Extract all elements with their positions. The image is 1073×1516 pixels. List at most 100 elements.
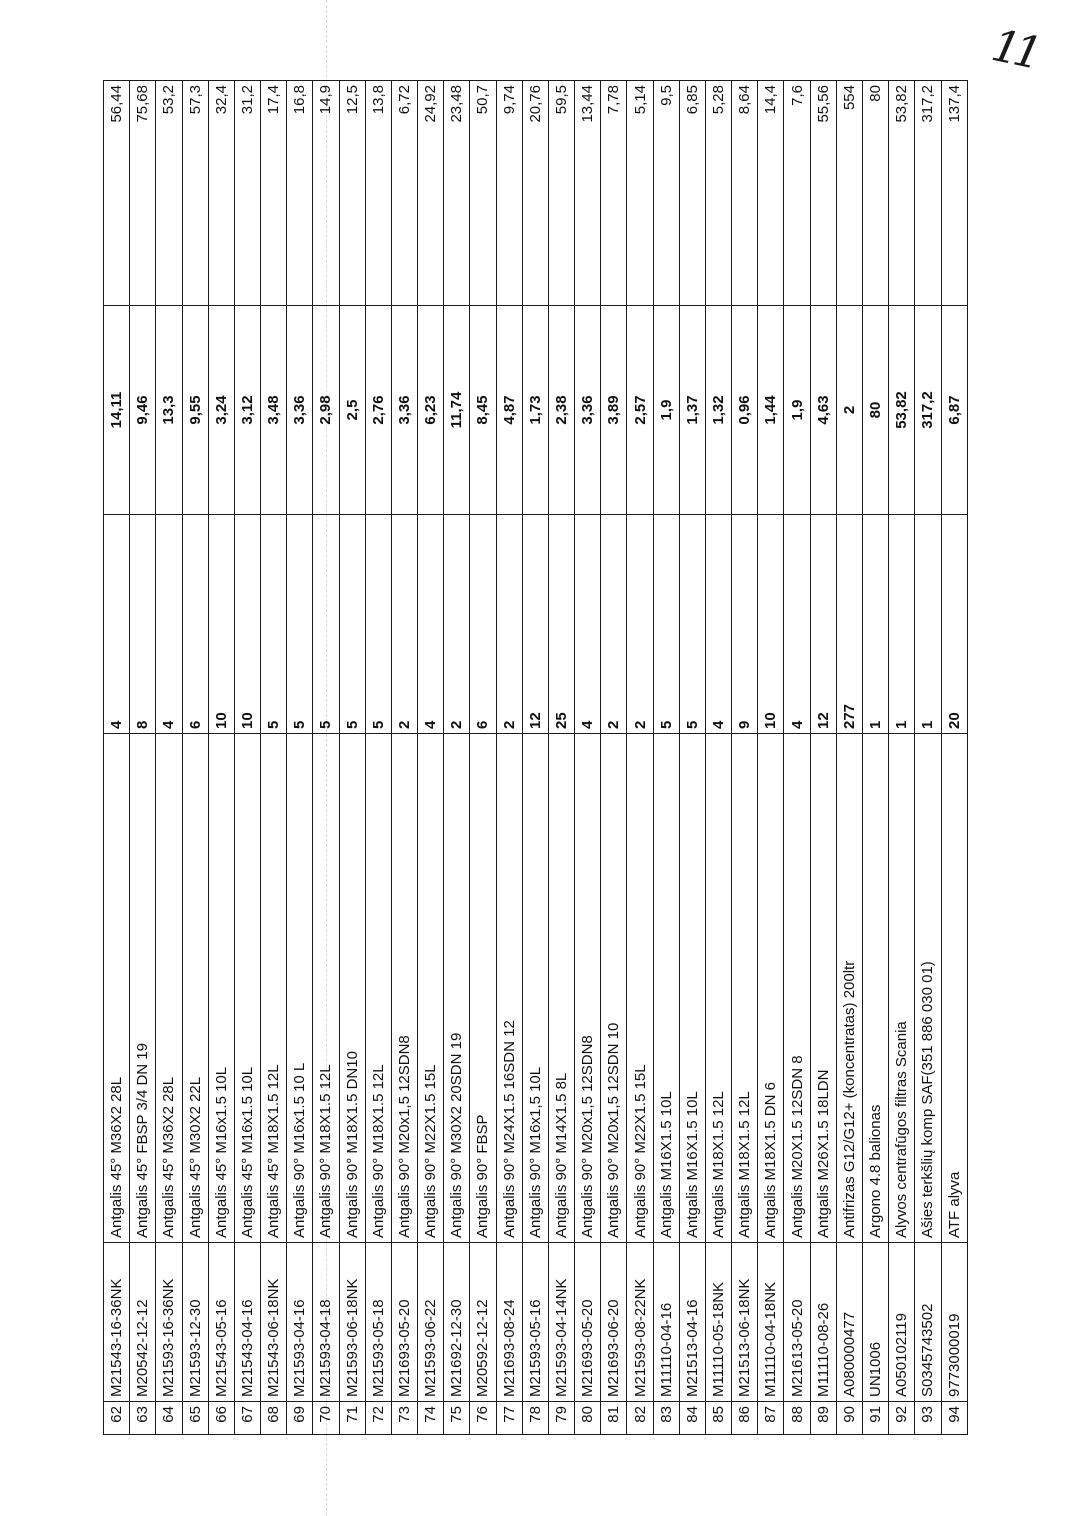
unit-price-cell: 53,82 — [888, 305, 915, 515]
quantity-cell: 5 — [339, 514, 366, 734]
part-name-cell: Argono 4.8 balionas — [862, 733, 889, 1243]
part-name-cell: Antgalis 45° M36X2 28L — [103, 733, 130, 1243]
row-number-cell: 77 — [496, 1401, 523, 1435]
total-cell: 53,2 — [155, 80, 183, 306]
part-name-cell: Antifrizas G12/G12+ (koncentratas) 200lt… — [836, 733, 863, 1243]
part-code-cell: M21593-12-30 — [182, 1242, 209, 1402]
row-number-cell: 75 — [443, 1401, 470, 1435]
total-cell: 13,44 — [574, 80, 601, 306]
row-number-cell: 69 — [286, 1401, 313, 1435]
row-number-cell: 67 — [234, 1401, 261, 1435]
part-name-cell: Antgalis 90° M14X1.5 8L — [548, 733, 575, 1243]
part-name-cell: Antgalis 45° M36X2 28L — [155, 733, 183, 1243]
part-name-cell: Antgalis M18X1.5 DN 6 — [757, 733, 784, 1243]
row-number-cell: 86 — [731, 1401, 758, 1435]
unit-price-cell: 3,36 — [574, 305, 601, 515]
total-cell: 317,2 — [914, 80, 941, 306]
total-cell: 75,68 — [129, 80, 156, 306]
part-code-cell: S0345743502 — [914, 1242, 941, 1402]
total-cell: 7,78 — [600, 80, 627, 306]
quantity-cell: 12 — [810, 514, 837, 734]
total-cell: 20,76 — [522, 80, 549, 306]
unit-price-cell: 1,37 — [679, 305, 706, 515]
row-number-cell: 92 — [888, 1401, 915, 1435]
unit-price-cell: 2,57 — [626, 305, 654, 515]
part-name-cell: Antgalis M20X1.5 12SDN 8 — [783, 733, 811, 1243]
quantity-cell: 20 — [941, 514, 968, 734]
row-number-cell: 82 — [626, 1401, 654, 1435]
row-number-cell: 91 — [862, 1401, 889, 1435]
part-code-cell: M21613-05-20 — [783, 1242, 811, 1402]
row-number-cell: 85 — [705, 1401, 732, 1435]
unit-price-cell: 317,2 — [914, 305, 941, 515]
row-number-cell: 63 — [129, 1401, 156, 1435]
row-number-cell: 65 — [182, 1401, 209, 1435]
part-code-cell: M21692-12-30 — [443, 1242, 470, 1402]
quantity-cell: 2 — [443, 514, 470, 734]
quantity-cell: 4 — [783, 514, 811, 734]
quantity-cell: 5 — [286, 514, 313, 734]
unit-price-cell: 0,96 — [731, 305, 758, 515]
row-number-cell: 94 — [941, 1401, 968, 1435]
row-number-cell: 68 — [260, 1401, 287, 1435]
quantity-cell: 25 — [548, 514, 575, 734]
part-code-cell: M21693-08-24 — [496, 1242, 523, 1402]
part-name-cell: Antgalis 45° M16x1.5 10L — [208, 733, 235, 1243]
total-cell: 554 — [836, 80, 863, 306]
part-name-cell: Antgalis 90° FBSP — [469, 733, 497, 1243]
part-name-cell: Antgalis 90° M22X1.5 15L — [626, 733, 654, 1243]
total-cell: 53,82 — [888, 80, 915, 306]
part-name-cell: ATF alyva — [941, 733, 968, 1243]
total-cell: 23,48 — [443, 80, 470, 306]
quantity-cell: 5 — [679, 514, 706, 734]
part-code-cell: A080000477 — [836, 1242, 863, 1402]
part-code-cell: M21513-06-18NK — [731, 1242, 758, 1402]
part-name-cell: Antgalis 90° M22X1.5 15L — [417, 733, 444, 1243]
total-cell: 80 — [862, 80, 889, 306]
part-code-cell: M21543-04-16 — [234, 1242, 261, 1402]
unit-price-cell: 3,89 — [600, 305, 627, 515]
total-cell: 17,4 — [260, 80, 287, 306]
part-name-cell: Antgalis 90° M18X1.5 DN10 — [339, 733, 366, 1243]
unit-price-cell: 8,45 — [469, 305, 497, 515]
quantity-cell: 2 — [626, 514, 654, 734]
unit-price-cell: 9,55 — [182, 305, 209, 515]
part-code-cell: M21693-05-20 — [391, 1242, 418, 1402]
unit-price-cell: 3,48 — [260, 305, 287, 515]
unit-price-cell: 6,87 — [941, 305, 968, 515]
part-name-cell: Antgalis 90° M16x1,5 10L — [522, 733, 549, 1243]
row-number-cell: 93 — [914, 1401, 941, 1435]
part-name-cell: Antgalis M16X1.5 10L — [679, 733, 706, 1243]
unit-price-cell: 2,76 — [365, 305, 392, 515]
part-code-cell: M21693-05-20 — [574, 1242, 601, 1402]
part-code-cell: M21693-06-20 — [600, 1242, 627, 1402]
total-cell: 137,4 — [941, 80, 968, 306]
total-cell: 9,5 — [653, 80, 680, 306]
part-name-cell: Antgalis M26X1.5 18LDN — [810, 733, 837, 1243]
unit-price-cell: 1,44 — [757, 305, 784, 515]
quantity-cell: 5 — [365, 514, 392, 734]
quantity-cell: 4 — [155, 514, 183, 734]
quantity-cell: 10 — [234, 514, 261, 734]
row-number-cell: 90 — [836, 1401, 863, 1435]
total-cell: 6,72 — [391, 80, 418, 306]
total-cell: 13,8 — [365, 80, 392, 306]
unit-price-cell: 1,73 — [522, 305, 549, 515]
unit-price-cell: 2,38 — [548, 305, 575, 515]
total-cell: 14,4 — [757, 80, 784, 306]
part-code-cell: UN1006 — [862, 1242, 889, 1402]
